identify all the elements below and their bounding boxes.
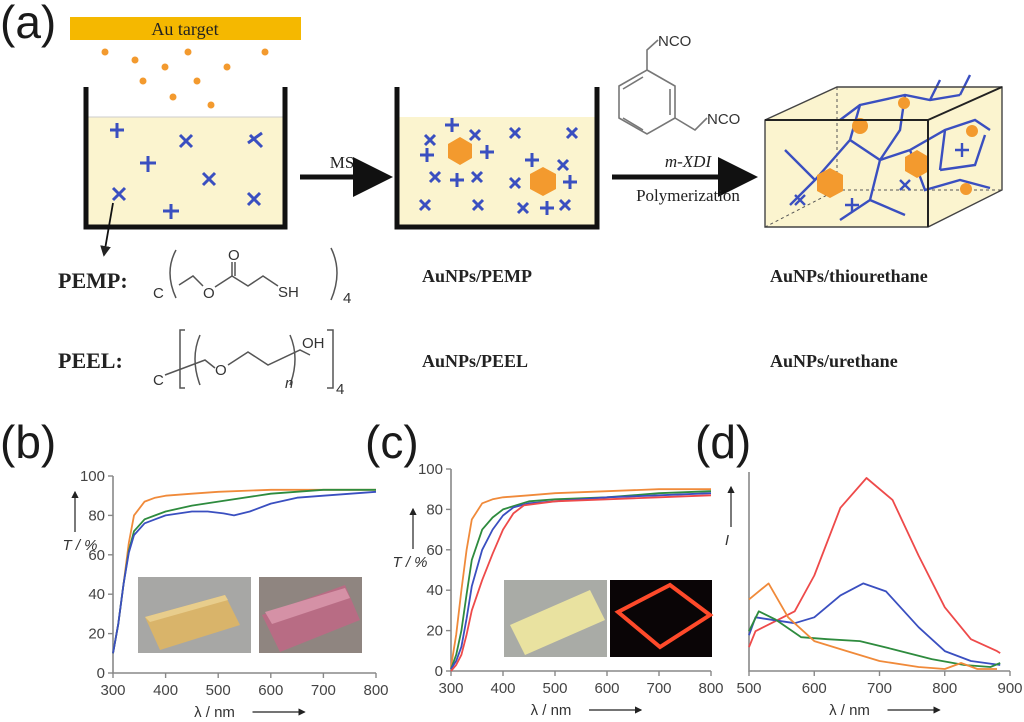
x-tick-label: 700 xyxy=(867,680,892,697)
y-tick-label: 40 xyxy=(88,586,105,603)
panel-label-b: (b) xyxy=(0,416,56,468)
panel-label-c: (c) xyxy=(365,416,419,468)
x-tick-label: 400 xyxy=(490,680,515,697)
chart-panel-b: 300 400 500 600 700 800 0 20 40 60 80 100 λ / nm T / … xyxy=(62,468,388,721)
series-line-green xyxy=(748,610,1001,668)
y-tick-label: 60 xyxy=(88,547,105,564)
gold-nanoparticle xyxy=(448,137,472,165)
chart-panel-c: 300 400 500 600 700 800 0 20 40 60 80 100 λ / nm T / … xyxy=(392,461,723,719)
x-tick-label: 400 xyxy=(153,682,178,699)
series-line-red xyxy=(450,494,712,672)
product-aunps-urethane: AuNPs/urethane xyxy=(770,351,898,371)
y-tick-label: 20 xyxy=(88,626,105,643)
x-tick-label: 800 xyxy=(932,680,957,697)
step1-label: MS xyxy=(330,153,355,172)
series-line-blue xyxy=(450,492,712,670)
photo-inset-b-left xyxy=(138,577,251,653)
axis-lines xyxy=(748,472,1010,672)
gold-nanoparticle xyxy=(905,150,929,178)
x-axis-label: λ / nm xyxy=(829,702,870,719)
x-tick-label: 800 xyxy=(363,682,388,699)
series-line-blue xyxy=(748,582,1001,666)
pemp-core: C xyxy=(153,285,164,302)
photo-inset-c-left xyxy=(504,580,607,657)
peel-repeat-n: n xyxy=(285,375,293,392)
photo-inset-c-right xyxy=(610,580,714,657)
x-tick-label: 800 xyxy=(698,680,723,697)
pemp-carbonyl-oxygen: O xyxy=(228,247,240,264)
peel-core: C xyxy=(153,372,164,389)
au-target: Au target xyxy=(70,17,301,40)
beaker-1 xyxy=(83,87,288,257)
pemp-structure: C O O SH 4 xyxy=(153,247,351,307)
y-axis-label: T / % xyxy=(392,554,427,571)
series-line-red xyxy=(748,477,1001,654)
reagent-group-1: NCO xyxy=(658,33,691,50)
y-tick-label: 20 xyxy=(426,623,443,640)
reagent-group-2: NCO xyxy=(707,111,740,128)
pemp-end-group: SH xyxy=(278,284,299,301)
peel-structure: C O OH n 4 xyxy=(153,329,344,398)
product-aunps-peel: AuNPs/PEEL xyxy=(422,351,528,371)
chart-panel-d: 500 600 700 800 900 λ / nm I xyxy=(725,472,1023,719)
x-tick-label: 900 xyxy=(997,680,1022,697)
capping-molecules xyxy=(418,118,579,215)
peel-label: PEEL: xyxy=(58,348,123,373)
step2-label: Polymerization xyxy=(636,186,740,205)
peel-ring-oxygen: O xyxy=(215,362,227,379)
x-axis-label: λ / nm xyxy=(194,704,235,721)
y-tick-label: 100 xyxy=(80,468,105,485)
x-axis-label: λ / nm xyxy=(531,702,572,719)
peel-subscript: 4 xyxy=(336,381,344,398)
x-tick-label: 600 xyxy=(258,682,283,699)
product-aunps-thiourethane: AuNPs/thiourethane xyxy=(770,266,928,286)
x-tick-label: 500 xyxy=(542,680,567,697)
x-tick-label: 700 xyxy=(311,682,336,699)
y-axis-label: I xyxy=(725,532,729,549)
x-tick-label: 600 xyxy=(802,680,827,697)
gold-nanoparticle xyxy=(530,167,556,196)
panel-label-a: (a) xyxy=(0,0,56,48)
x-tick-label: 300 xyxy=(438,680,463,697)
sputtered-au-atoms xyxy=(101,48,269,109)
y-tick-label: 80 xyxy=(88,507,105,524)
y-tick-label: 0 xyxy=(435,663,443,680)
product-aunps-pemp: AuNPs/PEMP xyxy=(422,266,532,286)
y-tick-label: 80 xyxy=(426,501,443,518)
x-tick-label: 300 xyxy=(100,682,125,699)
y-tick-label: 100 xyxy=(418,461,443,478)
series-line-blue xyxy=(112,490,377,654)
pemp-ring-oxygen: O xyxy=(203,285,215,302)
panel-label-d: (d) xyxy=(695,416,751,468)
reagent-name: m-XDI xyxy=(665,152,713,171)
photo-inset-b-right xyxy=(259,577,362,653)
pemp-pointer-arrow xyxy=(100,202,114,257)
series-line-orange xyxy=(748,582,997,670)
polymer-network-cube xyxy=(764,74,1003,228)
x-tick-label: 500 xyxy=(736,680,761,697)
pemp-subscript: 4 xyxy=(343,290,351,307)
peel-end-group: OH xyxy=(302,335,325,352)
pemp-molecules xyxy=(110,123,264,219)
y-tick-label: 40 xyxy=(426,582,443,599)
y-tick-label: 60 xyxy=(426,542,443,559)
y-axis-label: T / % xyxy=(62,537,97,554)
x-tick-label: 600 xyxy=(594,680,619,697)
au-target-label: Au target xyxy=(151,19,218,39)
gold-nanoparticle xyxy=(817,168,843,198)
m-xdi-structure xyxy=(618,39,708,135)
beaker-2 xyxy=(394,87,600,230)
y-tick-label: 0 xyxy=(97,665,105,682)
series-line-orange xyxy=(450,488,711,668)
x-tick-label: 500 xyxy=(206,682,231,699)
pemp-label: PEMP: xyxy=(58,268,128,293)
x-tick-label: 700 xyxy=(646,680,671,697)
